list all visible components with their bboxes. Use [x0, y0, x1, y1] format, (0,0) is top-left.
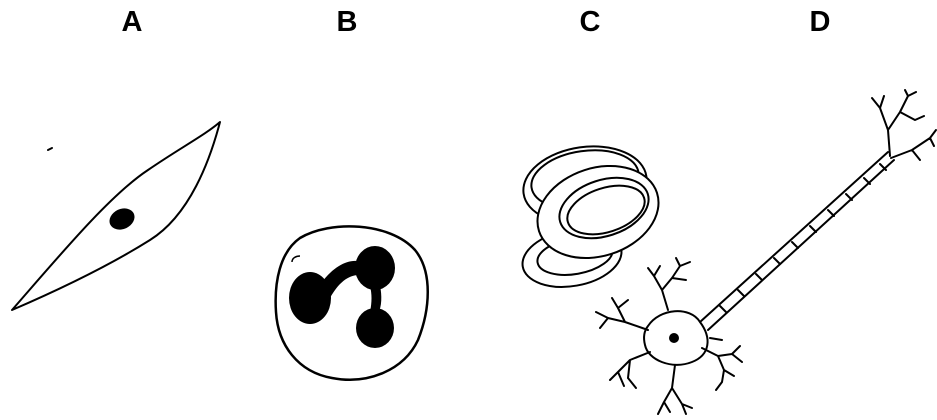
neuron-icon	[0, 0, 937, 420]
cell-diagram: A B C D	[0, 0, 937, 420]
